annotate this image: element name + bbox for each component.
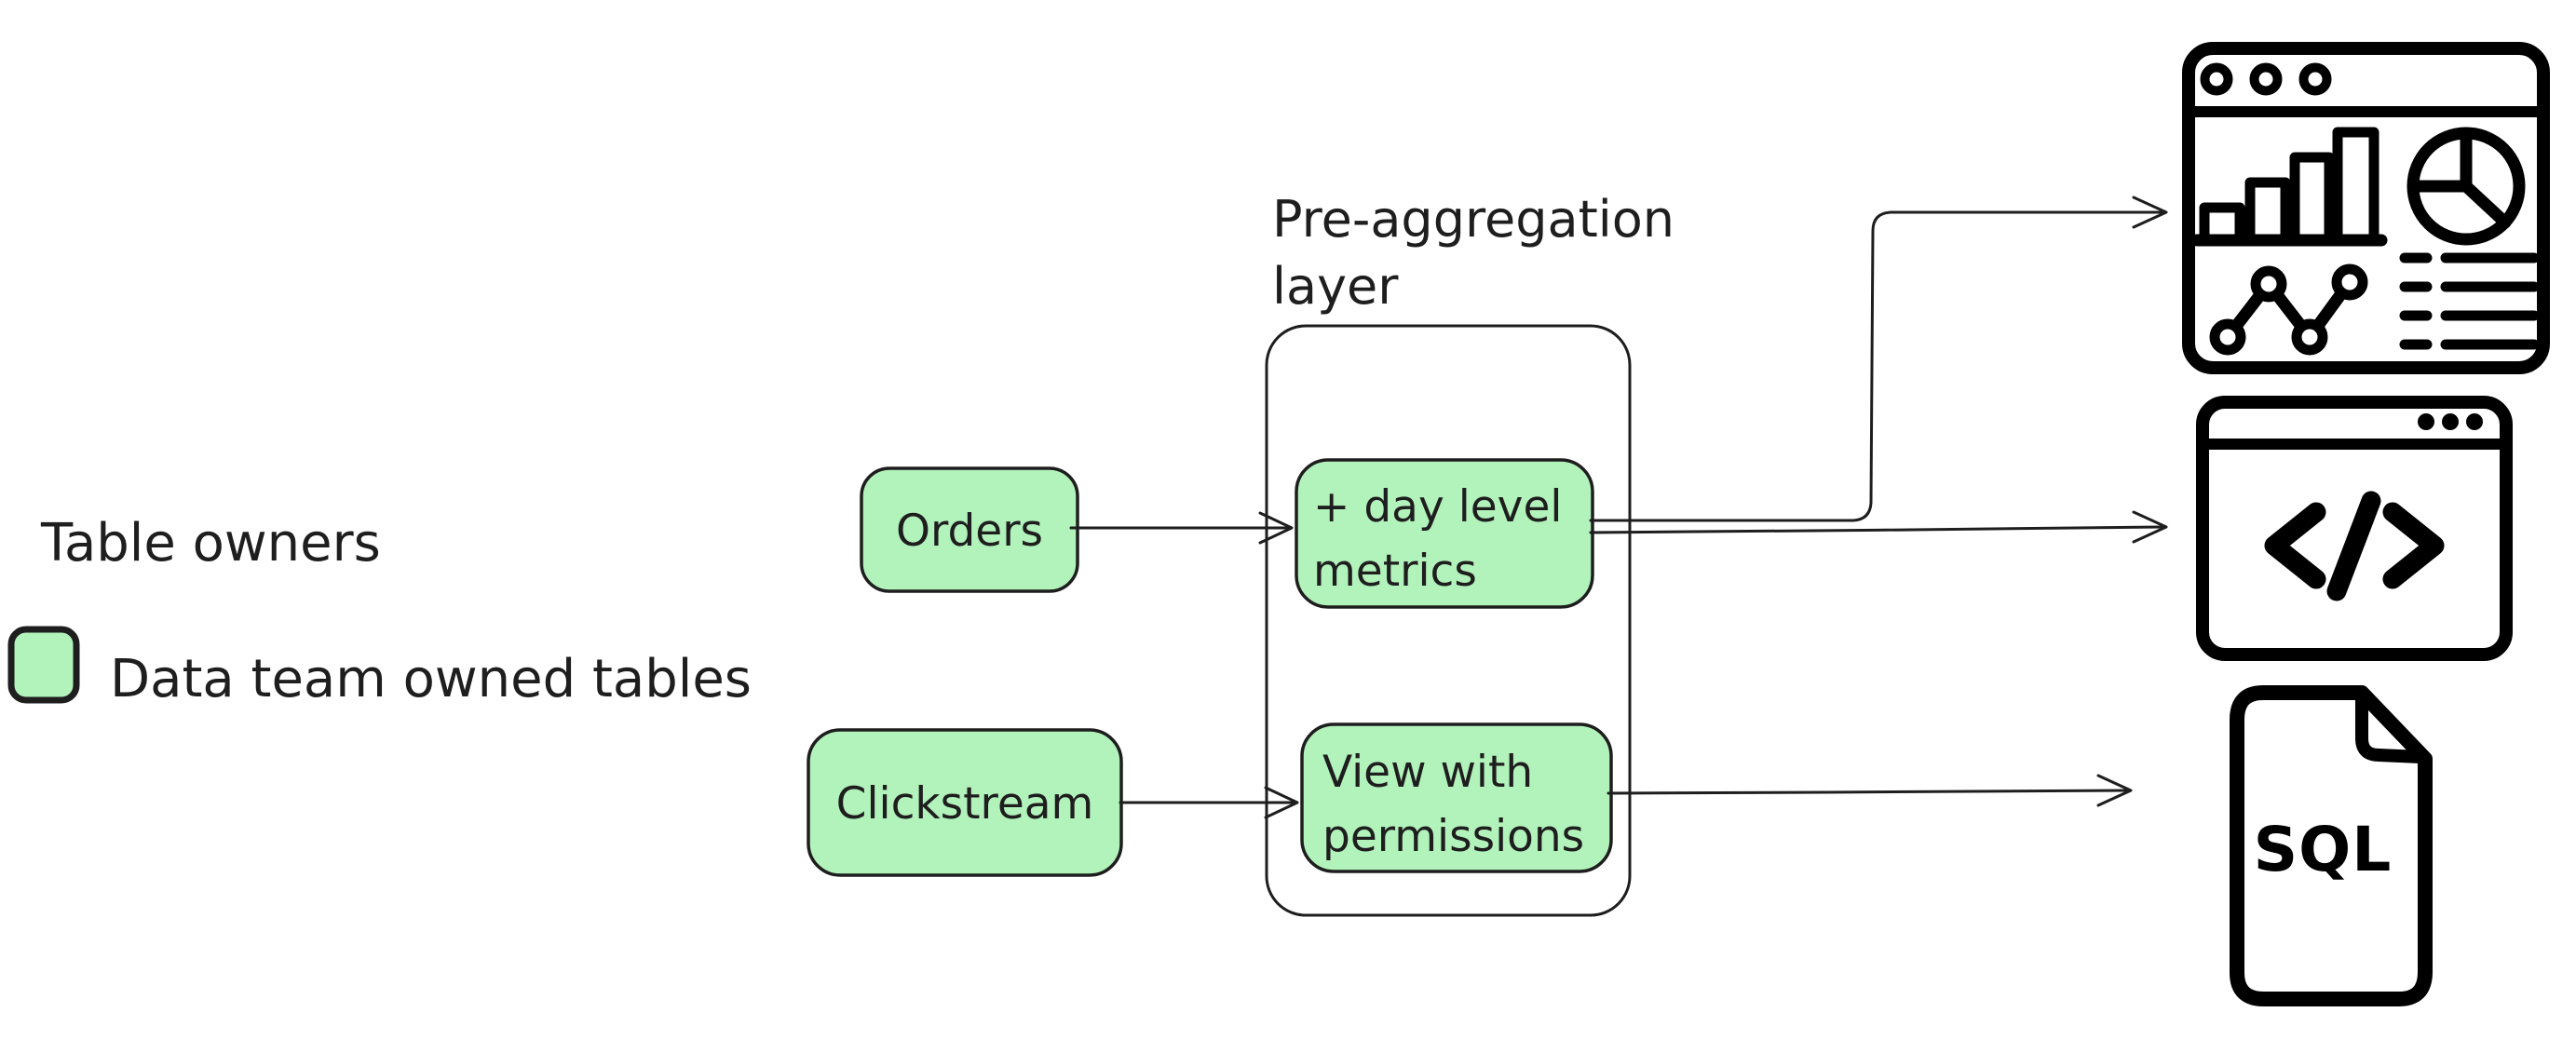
- orders-node: Orders: [860, 466, 1079, 593]
- arrow-metrics-to-dashboard: [1589, 196, 2168, 522]
- pre-aggregation-container: [1265, 324, 1632, 917]
- list-lines-icon: [2399, 252, 2540, 350]
- line-chart-icon: [2209, 263, 2368, 356]
- table-owners-title: Table owners: [40, 513, 381, 574]
- orders-node-box: [860, 466, 1079, 593]
- arrowhead-icon: [2132, 510, 2168, 544]
- code-brackets-icon: [2264, 491, 2445, 601]
- day-level-metrics-label-line2: metrics: [1313, 546, 1477, 597]
- clickstream-node: Clickstream: [807, 728, 1123, 877]
- arrowhead-icon: [2132, 196, 2168, 229]
- pre-aggregation-label-line2: layer: [1272, 257, 1399, 316]
- view-permissions-label-line1: View with: [1322, 747, 1533, 798]
- legend: Table owners Data team owned tables: [7, 513, 752, 709]
- folded-corner-icon: [2355, 690, 2427, 763]
- sql-file-icon: SQL: [2230, 685, 2433, 1006]
- legend-green-label: Data team owned tables: [110, 649, 752, 709]
- arrowhead-icon: [1264, 786, 1299, 819]
- pie-chart-icon: [2407, 127, 2526, 246]
- window-dots-icon: [2418, 413, 2483, 430]
- legend-green-swatch: [7, 626, 80, 704]
- arrow-clickstream-to-view: [1119, 786, 1299, 819]
- view-permissions-box: [1300, 722, 1613, 873]
- pre-aggregation-label: Pre-aggregation layer: [1272, 190, 1674, 316]
- day-level-metrics-label-line1: + day level: [1313, 481, 1562, 533]
- orders-node-label: Orders: [896, 506, 1043, 557]
- window-dots-icon: [2200, 62, 2332, 96]
- pre-aggregation-label-line1: Pre-aggregation: [1272, 190, 1674, 249]
- arrowhead-icon: [1258, 511, 1294, 545]
- bar-chart-icon: [2190, 127, 2388, 247]
- day-level-metrics-node: + day level metrics: [1295, 458, 1594, 609]
- sql-file-label: SQL: [2254, 814, 2393, 885]
- code-browser-icon: [2196, 396, 2513, 661]
- clickstream-node-label: Clickstream: [836, 778, 1094, 830]
- dashboard-icon: [2182, 42, 2550, 374]
- arrow-view-to-sql: [1607, 774, 2133, 807]
- arrow-orders-to-metrics: [1069, 511, 1294, 545]
- view-permissions-label-line2: permissions: [1322, 811, 1584, 862]
- arrow-metrics-to-code: [1589, 510, 2168, 544]
- view-permissions-node: View with permissions: [1300, 722, 1613, 873]
- arrowhead-icon: [2096, 774, 2133, 807]
